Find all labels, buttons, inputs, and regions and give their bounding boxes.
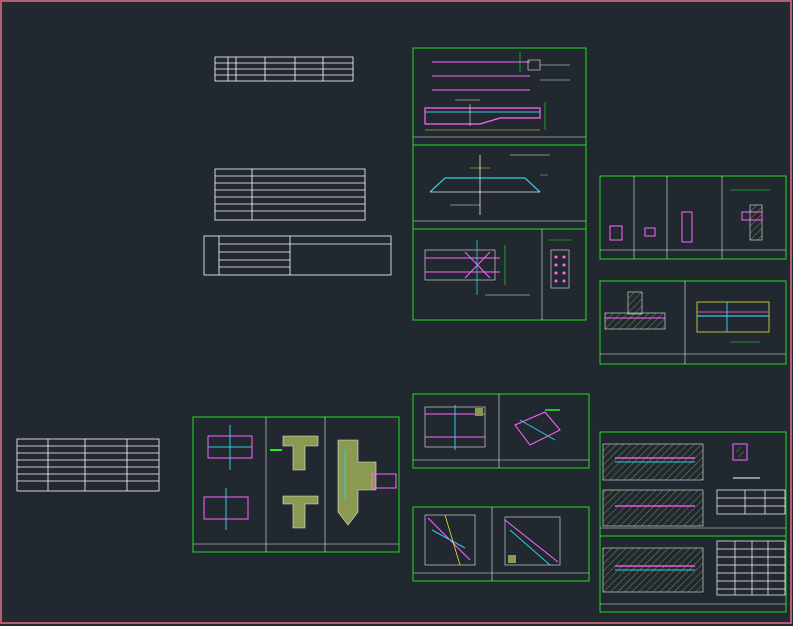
sheet-joint-detail[interactable] bbox=[412, 228, 587, 321]
sheet-wall-sections[interactable] bbox=[599, 431, 787, 613]
sheet-haunch-detail[interactable] bbox=[412, 144, 587, 230]
table-notes[interactable] bbox=[203, 235, 392, 276]
sheet-beam-elevation[interactable] bbox=[412, 47, 587, 146]
table-left-bottom[interactable] bbox=[16, 438, 160, 492]
sheet-column-connections[interactable] bbox=[192, 416, 400, 553]
table-middle[interactable] bbox=[214, 168, 366, 221]
sheet-section-details-b[interactable] bbox=[599, 280, 787, 365]
sheet-section-details-a[interactable] bbox=[599, 175, 787, 260]
wall-table-a bbox=[716, 489, 786, 515]
sheet-bracing-detail-b[interactable] bbox=[412, 506, 590, 582]
wall-table-b bbox=[716, 540, 786, 596]
sheet-bracing-detail-a[interactable] bbox=[412, 393, 590, 469]
table-top-small[interactable] bbox=[214, 56, 354, 82]
